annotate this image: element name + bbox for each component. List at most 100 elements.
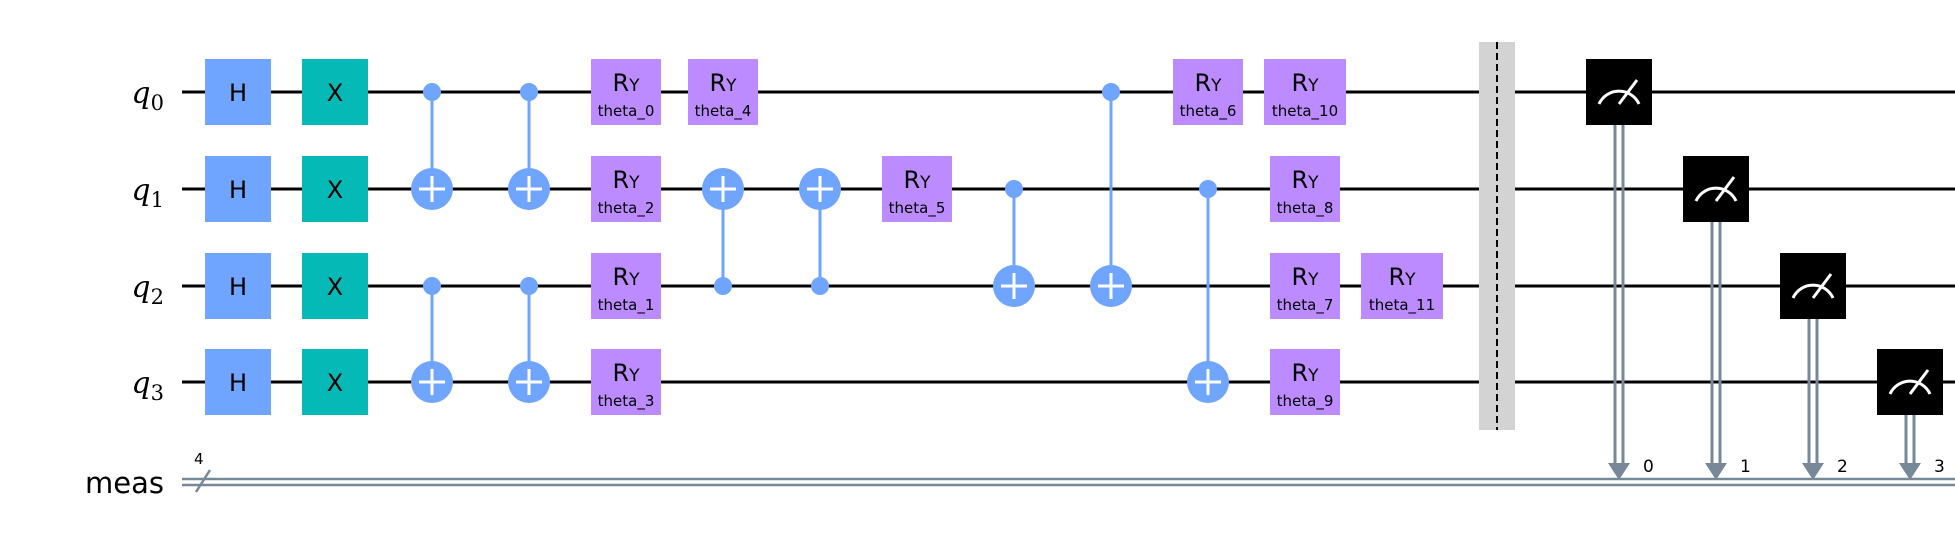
qubit-label-q0: q0 xyxy=(131,76,164,115)
measure-gate-q1: 1 xyxy=(1683,156,1751,480)
gate-parameter: theta_10 xyxy=(1272,102,1338,121)
gate-parameter: theta_11 xyxy=(1369,296,1435,315)
measure-arrow xyxy=(1802,463,1824,480)
qubit-label-q2: q2 xyxy=(131,270,164,309)
measure-arrow xyxy=(1608,463,1630,480)
barrier xyxy=(1479,42,1515,430)
gate-parameter: theta_5 xyxy=(889,199,946,218)
gate-parameter: theta_7 xyxy=(1277,296,1334,315)
gate-box xyxy=(205,349,271,415)
measurements: 0 1 2 3 xyxy=(1586,59,1945,480)
gate-parameter: theta_0 xyxy=(598,102,655,121)
gate-parameter: theta_6 xyxy=(1180,102,1237,121)
cnot-gate-c0-t1 xyxy=(411,83,453,210)
gate-box xyxy=(591,349,661,415)
gate-label: X xyxy=(327,369,343,397)
cnot-gate-c0-t1 xyxy=(508,83,550,210)
gate-label: RY xyxy=(1388,263,1416,291)
gate-label: RY xyxy=(1291,166,1319,194)
gate-box xyxy=(1361,253,1443,319)
gate-box xyxy=(1270,349,1340,415)
ry-gate-theta_9: RY theta_9 xyxy=(1270,349,1340,415)
gate-label: RY xyxy=(1291,263,1319,291)
clbit-index-label: 2 xyxy=(1837,457,1848,477)
qubit-wires xyxy=(182,90,1955,384)
classical-register-label: meas xyxy=(85,466,164,500)
gate-label: RY xyxy=(1194,69,1222,97)
gate-box xyxy=(688,59,758,125)
gate-box xyxy=(302,253,368,319)
gate-label: X xyxy=(327,79,343,107)
gate-label: RY xyxy=(612,166,640,194)
meter-arc xyxy=(1791,283,1835,299)
gate-box xyxy=(1270,156,1340,222)
cnot-gate-c1-t3 xyxy=(1187,180,1229,403)
register-width-label: 4 xyxy=(194,450,204,468)
clbit-index-label: 0 xyxy=(1643,457,1654,477)
cnot-gate-c2-t3 xyxy=(411,277,453,403)
gate-label: H xyxy=(229,273,247,301)
qubit-label-q1: q1 xyxy=(131,173,164,212)
control-dot xyxy=(811,277,829,295)
control-dot xyxy=(1005,180,1023,198)
register-width-slash xyxy=(194,469,212,493)
measure-gate-q0: 0 xyxy=(1586,59,1654,480)
gate-box xyxy=(302,156,368,222)
gate-label: RY xyxy=(903,166,931,194)
gate-box xyxy=(1270,253,1340,319)
h-gate-q3: H xyxy=(205,349,271,415)
x-gate-q2: X xyxy=(302,253,368,319)
control-dot xyxy=(423,83,441,101)
gate-label: X xyxy=(327,273,343,301)
gate-label: RY xyxy=(709,69,737,97)
gate-box xyxy=(882,156,952,222)
ry-gate-theta_6: RY theta_6 xyxy=(1173,59,1243,125)
gate-box xyxy=(302,59,368,125)
gate-label: H xyxy=(229,176,247,204)
gates: HHHHXXXXRYtheta_0RYtheta_2RYtheta_1RYthe… xyxy=(205,59,1443,415)
cnot-gate-c2-t3 xyxy=(508,277,550,403)
control-dot xyxy=(714,277,732,295)
h-gate-q1: H xyxy=(205,156,271,222)
gate-box xyxy=(591,253,661,319)
gate-label: RY xyxy=(612,69,640,97)
clbit-index-label: 1 xyxy=(1740,457,1751,477)
meter-needle xyxy=(1714,176,1736,202)
meter-needle xyxy=(1617,79,1639,105)
meter-needle xyxy=(1811,273,1833,299)
gate-parameter: theta_1 xyxy=(598,296,655,315)
gate-parameter: theta_3 xyxy=(598,392,655,411)
gate-label: X xyxy=(327,176,343,204)
meter-needle xyxy=(1908,369,1930,395)
clbit-index-label: 3 xyxy=(1934,457,1945,477)
x-gate-q0: X xyxy=(302,59,368,125)
meter-arc xyxy=(1694,186,1738,202)
x-gate-q3: X xyxy=(302,349,368,415)
gate-parameter: theta_9 xyxy=(1277,392,1334,411)
control-dot xyxy=(520,277,538,295)
ry-gate-theta_7: RY theta_7 xyxy=(1270,253,1340,319)
ry-gate-theta_11: RY theta_11 xyxy=(1361,253,1443,319)
qubit-label-q3: q3 xyxy=(131,366,164,405)
gate-box xyxy=(591,59,661,125)
h-gate-q0: H xyxy=(205,59,271,125)
measure-gate-q2: 2 xyxy=(1780,253,1848,480)
gate-box xyxy=(205,156,271,222)
h-gate-q2: H xyxy=(205,253,271,319)
meter-arc xyxy=(1888,379,1932,395)
gate-label: RY xyxy=(1291,359,1319,387)
meter-arc xyxy=(1597,89,1641,105)
gate-box xyxy=(302,349,368,415)
ry-gate-theta_0: RY theta_0 xyxy=(591,59,661,125)
gate-label: H xyxy=(229,79,247,107)
cnot-gate-c2-t1 xyxy=(799,168,841,295)
control-dot xyxy=(1199,180,1217,198)
measure-arrow xyxy=(1705,463,1727,480)
cnot-gate-c0-t2 xyxy=(1090,83,1132,307)
control-dot xyxy=(423,277,441,295)
